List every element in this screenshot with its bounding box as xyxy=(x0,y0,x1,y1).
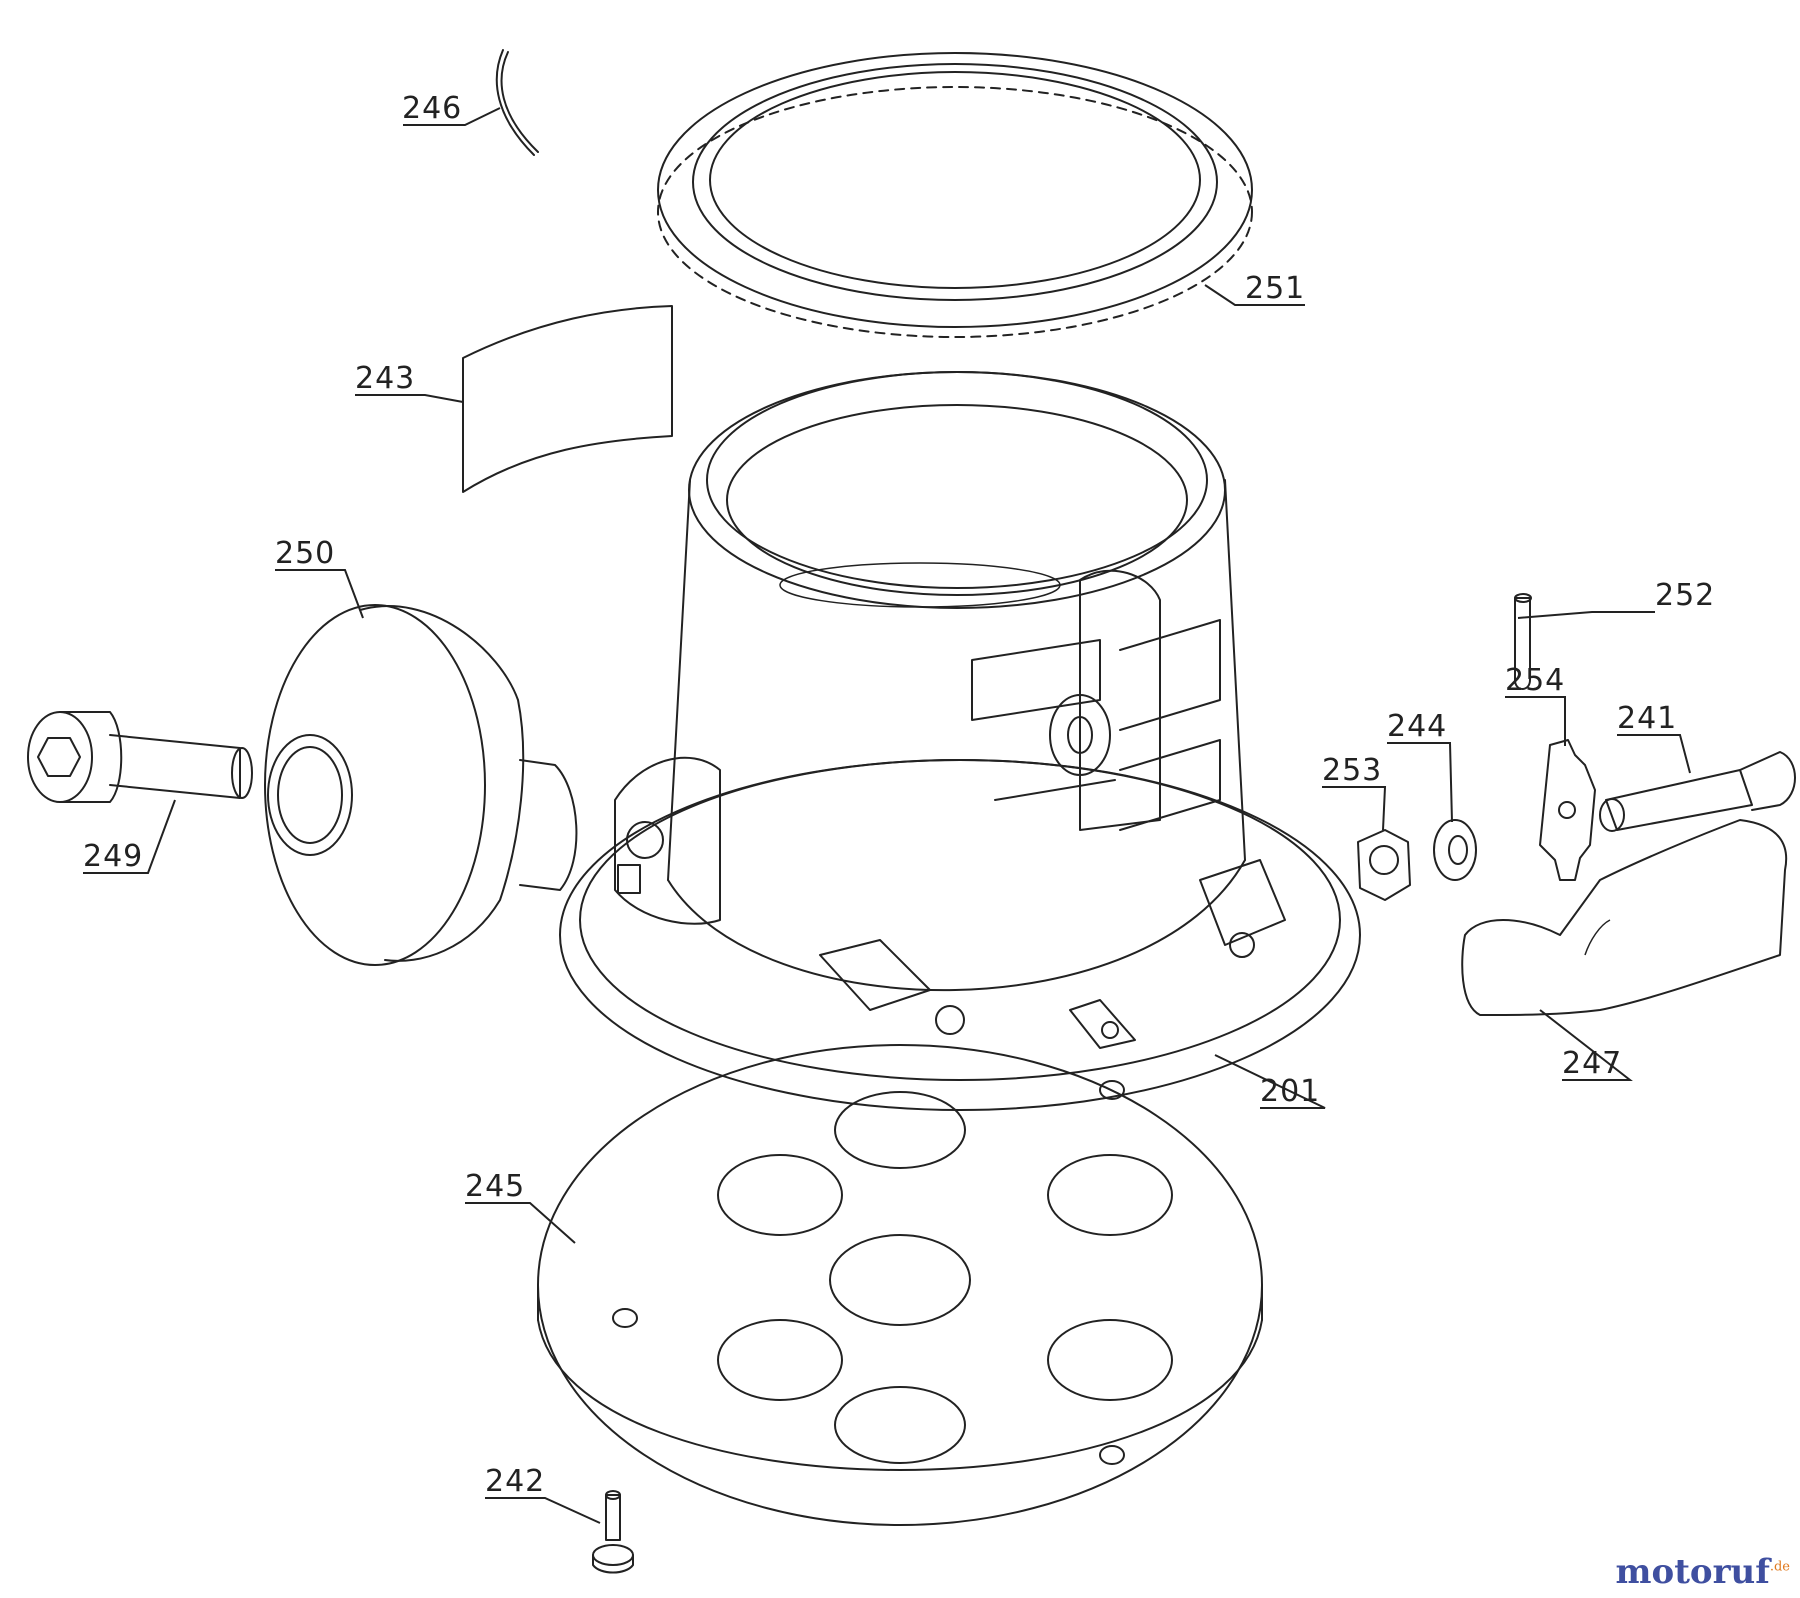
part-labels: 246 251 243 250 252 254 241 244 253 249 … xyxy=(83,91,1715,1499)
label-201: 201 xyxy=(1260,1074,1320,1109)
label-242: 242 xyxy=(485,1464,545,1499)
label-246: 246 xyxy=(402,91,462,126)
watermark-suffix: .de xyxy=(1769,1559,1790,1575)
part-241-bolt xyxy=(1599,751,1796,832)
part-246-wire-clip xyxy=(495,49,539,156)
watermark-logo: motoruf.de xyxy=(1616,1552,1790,1592)
label-251: 251 xyxy=(1245,271,1305,306)
label-252: 252 xyxy=(1655,578,1715,613)
part-242-screw xyxy=(592,1490,634,1574)
part-249-socket-screw xyxy=(27,711,253,803)
part-243-label-sticker xyxy=(462,305,673,493)
label-241: 241 xyxy=(1617,701,1677,736)
watermark-text: motoruf xyxy=(1615,1552,1770,1592)
part-244-washer xyxy=(1433,819,1477,881)
label-247: 247 xyxy=(1562,1046,1622,1081)
label-253: 253 xyxy=(1322,753,1382,788)
label-249: 249 xyxy=(83,839,143,874)
leader-lines xyxy=(83,107,1691,1524)
part-251-adjustment-ring xyxy=(657,52,1253,338)
part-253-hex-nut xyxy=(1357,829,1411,901)
label-250: 250 xyxy=(275,536,335,571)
label-243: 243 xyxy=(355,361,415,396)
part-250-handle-knob xyxy=(264,604,578,966)
part-245-sub-base xyxy=(537,1044,1263,1526)
label-244: 244 xyxy=(1387,709,1447,744)
label-254: 254 xyxy=(1505,663,1565,698)
part-201-router-base xyxy=(559,371,1361,1111)
part-254-clip-plate xyxy=(1539,739,1596,881)
part-252-pin xyxy=(1514,593,1532,690)
part-247-clamp-lever xyxy=(1461,819,1788,1016)
label-245: 245 xyxy=(465,1169,525,1204)
